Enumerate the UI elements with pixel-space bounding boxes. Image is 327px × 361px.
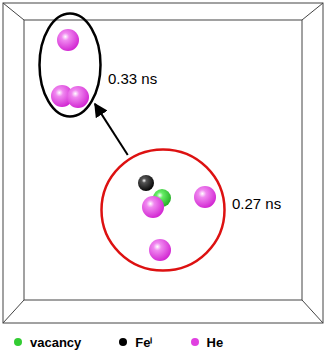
legend: vacancy Feⁱ He	[14, 333, 261, 351]
ellipse-outline	[38, 12, 102, 118]
legend-item: He	[191, 335, 224, 350]
legend-item: Feⁱ	[119, 333, 152, 351]
box-wireframe	[3, 3, 323, 323]
atoms	[51, 29, 216, 261]
time-label: 0.33 ns	[108, 70, 157, 87]
atom-cluster-ellipse: 0.33 ns	[38, 12, 102, 118]
legend-text: vacancy	[30, 335, 81, 350]
legend-item: vacancy	[14, 335, 81, 350]
ellipse-outline	[100, 148, 226, 272]
atom-cluster-ellipse: 0.27 ns	[100, 148, 226, 272]
legend-text: He	[207, 335, 224, 350]
time-label: 0.27 ns	[232, 195, 281, 212]
transition-arrow	[95, 104, 128, 155]
legend-swatch	[191, 338, 199, 346]
legend-text: Feⁱ	[135, 333, 152, 351]
legend-swatch	[119, 338, 127, 346]
legend-swatch	[14, 338, 22, 346]
